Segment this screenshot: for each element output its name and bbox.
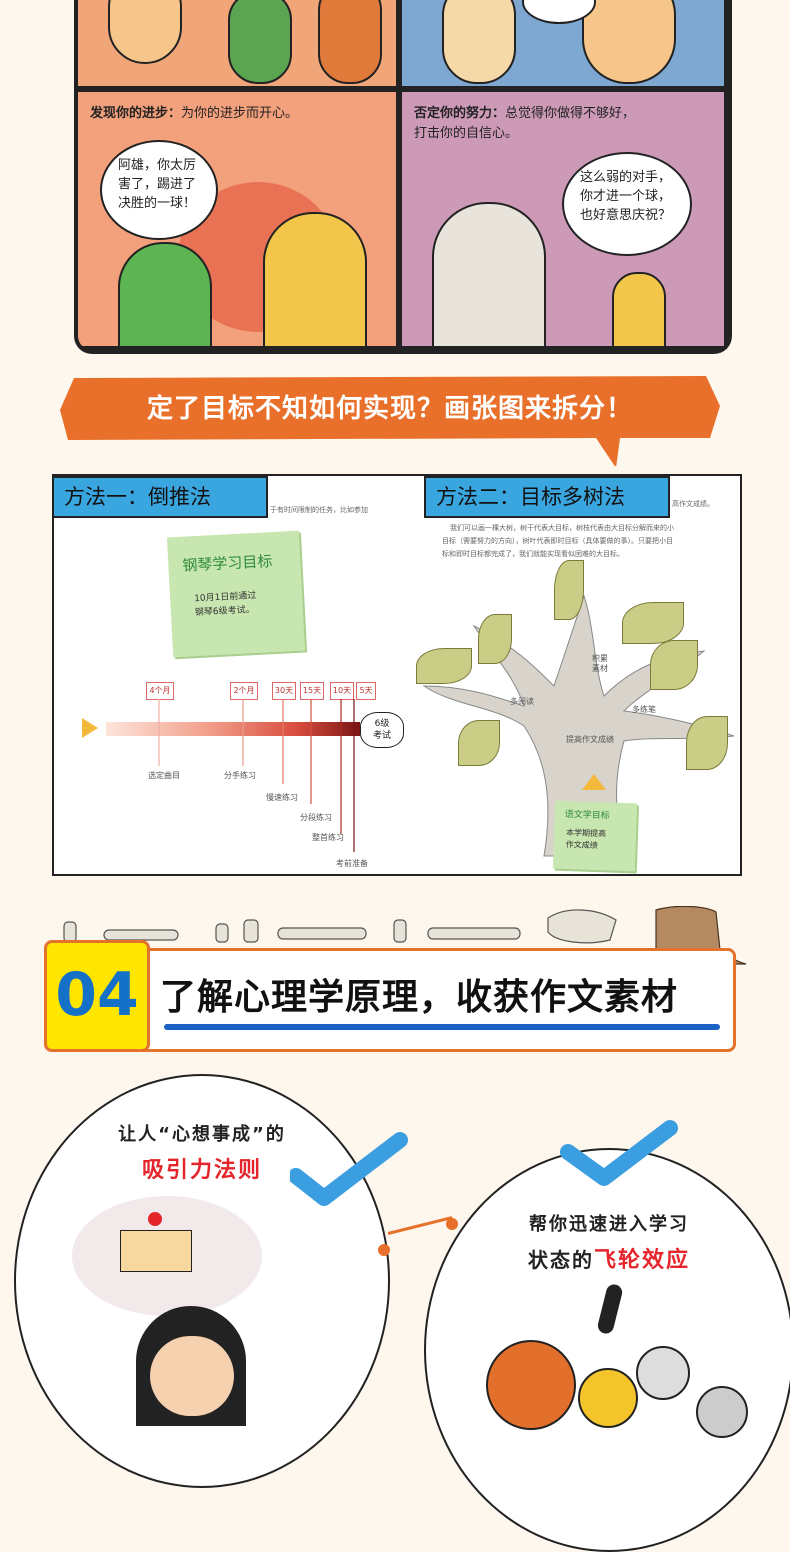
check-icon xyxy=(560,1120,678,1186)
gear-icon xyxy=(486,1340,576,1430)
man-figure xyxy=(263,212,367,346)
timeline-label: 分段练习 xyxy=(300,813,332,822)
tab-method-two: 方法二：目标多树法 xyxy=(424,476,670,518)
note-title: 语文学目标 xyxy=(564,809,610,822)
leaf-icon xyxy=(554,560,584,620)
character-figure xyxy=(582,0,676,84)
circle-text: 状态的 xyxy=(527,1248,594,1272)
circle-text: 帮你迅速进入学习 xyxy=(529,1214,689,1235)
leaf-icon xyxy=(622,602,684,644)
gear-icon xyxy=(636,1346,690,1400)
timeline-label: 分手练习 xyxy=(224,771,256,780)
leaf-icon xyxy=(416,648,472,684)
character-figure xyxy=(228,0,292,84)
tree-text-line: 目标（需要努力的方向），树叶代表即时目标（具体要做的事）。只要把小目 xyxy=(442,537,673,545)
title-underline xyxy=(164,1024,720,1030)
banner-text: 定了目标不知如何实现？画张图来拆分！ xyxy=(146,394,633,424)
banner: 定了目标不知如何实现？画张图来拆分！ xyxy=(60,376,720,466)
timeline-label: 考前准备 xyxy=(336,859,368,868)
check-icon xyxy=(290,1132,408,1206)
comic-panel-top-left xyxy=(78,0,396,86)
character-figure xyxy=(442,0,516,84)
leaf-icon xyxy=(458,720,500,766)
tree-label: 多阅读 xyxy=(510,697,534,706)
timeline-label: 整首练习 xyxy=(312,833,344,842)
cherry-icon xyxy=(148,1212,162,1226)
note-body: 本学期提高 作文成绩 xyxy=(565,827,607,851)
timeline-box: 5天 xyxy=(356,682,376,700)
timeline-box: 15天 xyxy=(300,682,324,700)
speech-bubble: 阿雄，你太厉 害了，踢进了 决胜的一球！ xyxy=(100,140,218,240)
character-figure xyxy=(108,0,182,64)
boy-figure xyxy=(118,242,212,346)
writing-goal-note: 语文学目标 本学期提高 作文成绩 xyxy=(552,800,638,872)
timeline-box: 30天 xyxy=(272,682,296,700)
connector-dot xyxy=(446,1218,458,1230)
arrow-right-icon xyxy=(82,718,98,738)
timeline-label: 慢速练习 xyxy=(266,793,298,802)
flywheel-circle: 帮你迅速进入学习 状态的飞轮效应 xyxy=(424,1148,790,1552)
leaf-icon xyxy=(650,640,698,690)
connector-dot xyxy=(378,1244,390,1256)
tree-text-line: 标和即时目标都完成了，我们就能实现看似困难的大目标。 xyxy=(442,550,624,558)
exam-burst: 6级 考试 xyxy=(360,712,404,748)
section-title: 了解心理学原理，收获作文素材 xyxy=(160,977,679,1018)
panel-caption: 否定你的努力：总觉得你做得不够好，打击你的自信心。 xyxy=(414,106,636,141)
gear-icon xyxy=(696,1386,748,1438)
comic-strip: 发现你的进步：为你的进步而开心。 阿雄，你太厉 害了，踢进了 决胜的一球！ 否定… xyxy=(74,0,732,354)
tree-text-line: 我们可以画一棵大树，树干代表大目标，树枝代表由大目标分解而来的小 xyxy=(450,524,674,532)
boy-figure xyxy=(612,272,666,346)
comic-panel-criticism: 否定你的努力：总觉得你做得不够好，打击你的自信心。 这么弱的对手， 你才进一个球… xyxy=(402,92,724,346)
circle-text: 让人“心想事成”的 xyxy=(118,1124,286,1145)
circle-highlight-text: 吸引力法则 xyxy=(141,1158,262,1183)
panel-caption: 发现你的进步：为你的进步而开心。 xyxy=(90,106,299,121)
tree-label: 提高作文成绩 xyxy=(566,735,614,744)
speech-bubble: 这么弱的对手， 你才进一个球， 也好意思庆祝？ xyxy=(562,152,692,256)
man-figure xyxy=(432,202,546,346)
banner-shape xyxy=(60,376,720,466)
timeline-box: 10天 xyxy=(330,682,354,700)
section-number: 04 xyxy=(44,940,150,1052)
timeline-label: 选定曲目 xyxy=(148,771,180,780)
gear-icon xyxy=(578,1368,638,1428)
timeline-arrows xyxy=(158,699,355,852)
girl-face xyxy=(150,1336,234,1416)
section-04-header: 04 了解心理学原理，收获作文素材 xyxy=(44,940,736,1054)
character-figure xyxy=(318,0,382,84)
circle-text-line2: 状态的飞轮效应 xyxy=(426,1242,790,1274)
leaf-icon xyxy=(478,614,512,664)
tree-label: 积累素材 xyxy=(592,654,608,673)
tree-label: 多练笔 xyxy=(632,705,656,714)
leaf-icon xyxy=(686,716,728,770)
timeline-box: 4个月 xyxy=(146,682,174,700)
tab-method-one: 方法一：倒推法 xyxy=(54,476,268,518)
section-title-box xyxy=(44,948,736,1052)
methods-box: 方法一：倒推法 方法二：目标多树法 于有时间限制的任务，比如参加 高作文成绩。 … xyxy=(52,474,742,876)
comic-panel-top-right xyxy=(402,0,724,86)
timeline-box: 2个月 xyxy=(230,682,258,700)
method-two-snippet: 高作文成绩。 xyxy=(672,500,714,508)
runner-icon xyxy=(596,1282,624,1336)
arrow-up-icon xyxy=(582,774,606,790)
circle-highlight-text: 飞轮效应 xyxy=(593,1248,690,1273)
cake-icon xyxy=(120,1230,192,1272)
timeline-bar xyxy=(106,722,360,736)
comic-panel-praise: 发现你的进步：为你的进步而开心。 阿雄，你太厉 害了，踢进了 决胜的一球！ xyxy=(78,92,396,346)
method-one-snippet: 于有时间限制的任务，比如参加 xyxy=(270,506,368,514)
